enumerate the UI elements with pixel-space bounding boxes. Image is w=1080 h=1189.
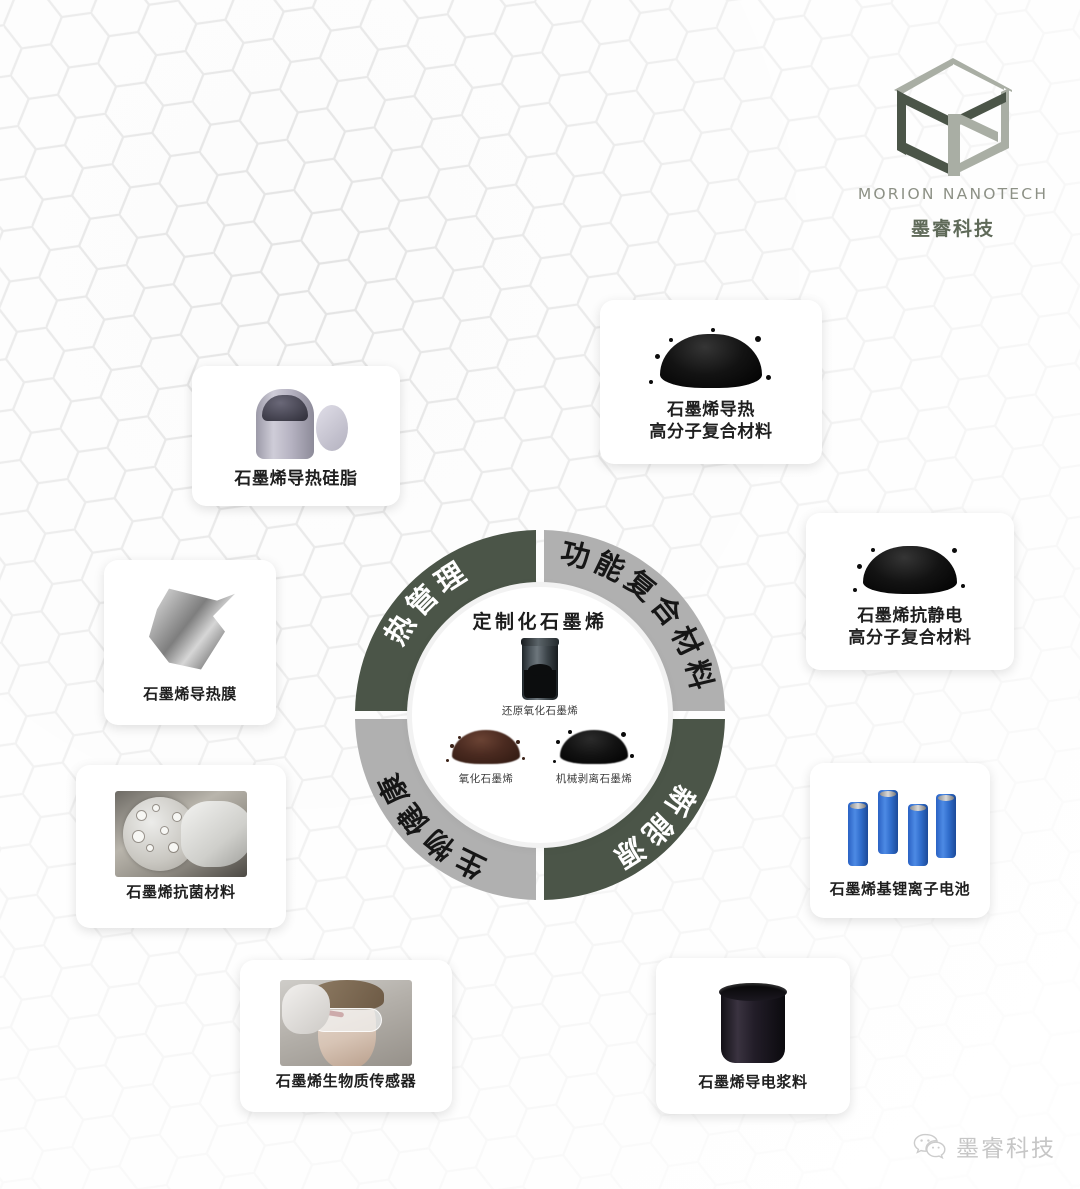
- graphene-film-icon: [131, 581, 249, 679]
- card-artwork: [131, 581, 249, 679]
- watermark: 墨睿科技: [913, 1129, 1056, 1163]
- card-artwork: [115, 790, 247, 877]
- watermark-text: 墨睿科技: [956, 1136, 1056, 1162]
- logo-chinese-name: 墨睿科技: [910, 218, 995, 240]
- product-card-label: 石墨烯导热硅脂: [234, 469, 358, 490]
- product-card-antibacterial[interactable]: 石墨烯抗菌材料: [76, 765, 286, 928]
- jar-icon: [521, 638, 559, 700]
- product-card-label: 石墨烯生物质传感器: [275, 1072, 417, 1091]
- card-artwork: [707, 979, 799, 1067]
- product-card-antistatic-composite[interactable]: 石墨烯抗静电 高分子复合材料: [806, 513, 1014, 670]
- center-item-label: 还原氧化石墨烯: [501, 705, 579, 717]
- center-item-label: 氧化石墨烯: [458, 773, 514, 785]
- product-card-label: 石墨烯导电浆料: [698, 1073, 808, 1092]
- center-hub: 定制化石墨烯 还原氧化石墨烯 氧化石墨烯: [412, 587, 668, 843]
- product-card-biosensor[interactable]: 石墨烯生物质传感器: [240, 960, 452, 1112]
- center-item-mechanical: 机械剥离石墨烯: [548, 722, 640, 786]
- hexagon-m-logo-icon: [894, 58, 1012, 176]
- card-artwork: [834, 782, 966, 874]
- product-card-label: 石墨烯导热 高分子复合材料: [649, 400, 773, 442]
- petri-dish-photo-icon: [115, 790, 247, 877]
- lab-person-photo-icon: [280, 980, 412, 1067]
- brand-logo: MORION NANOTECH 墨睿科技: [848, 52, 1058, 262]
- card-artwork: [851, 534, 969, 600]
- product-card-label: 石墨烯抗静电 高分子复合材料: [848, 605, 972, 648]
- grease-jar-icon: [238, 381, 354, 463]
- product-card-thermal-polymer-composite[interactable]: 石墨烯导热 高分子复合材料: [600, 300, 822, 464]
- logo-english-name: MORION NANOTECH: [857, 185, 1049, 203]
- center-item-label: 机械剥离石墨烯: [555, 773, 633, 785]
- brown-powder-icon: [444, 722, 528, 768]
- category-ring: 热管理 功能复合材料 新能源 生物健康: [340, 515, 740, 915]
- black-powder-heap-icon: [851, 534, 969, 600]
- wechat-icon: [913, 1133, 946, 1159]
- product-card-label: 石墨烯导热膜: [143, 684, 237, 703]
- card-artwork: [280, 980, 412, 1067]
- paste-cup-icon: [707, 979, 799, 1067]
- black-powder-icon: [552, 722, 636, 768]
- black-powder-heap-icon: [647, 320, 775, 394]
- product-card-label: 石墨烯抗菌材料: [126, 882, 236, 901]
- center-title: 定制化石墨烯: [472, 611, 608, 633]
- product-card-label: 石墨烯基锂离子电池: [829, 879, 971, 898]
- product-card-conductive-paste[interactable]: 石墨烯导电浆料: [656, 958, 850, 1114]
- lithium-battery-icon: [834, 782, 966, 874]
- center-item-go: 氧化石墨烯: [440, 722, 532, 786]
- card-artwork: [647, 320, 775, 394]
- product-card-lithium-battery[interactable]: 石墨烯基锂离子电池: [810, 763, 990, 918]
- card-artwork: [238, 381, 354, 463]
- center-item-rgo: 还原氧化石墨烯: [501, 638, 579, 718]
- product-card-grease[interactable]: 石墨烯导热硅脂: [192, 366, 400, 506]
- product-card-thermal-film[interactable]: 石墨烯导热膜: [104, 560, 276, 725]
